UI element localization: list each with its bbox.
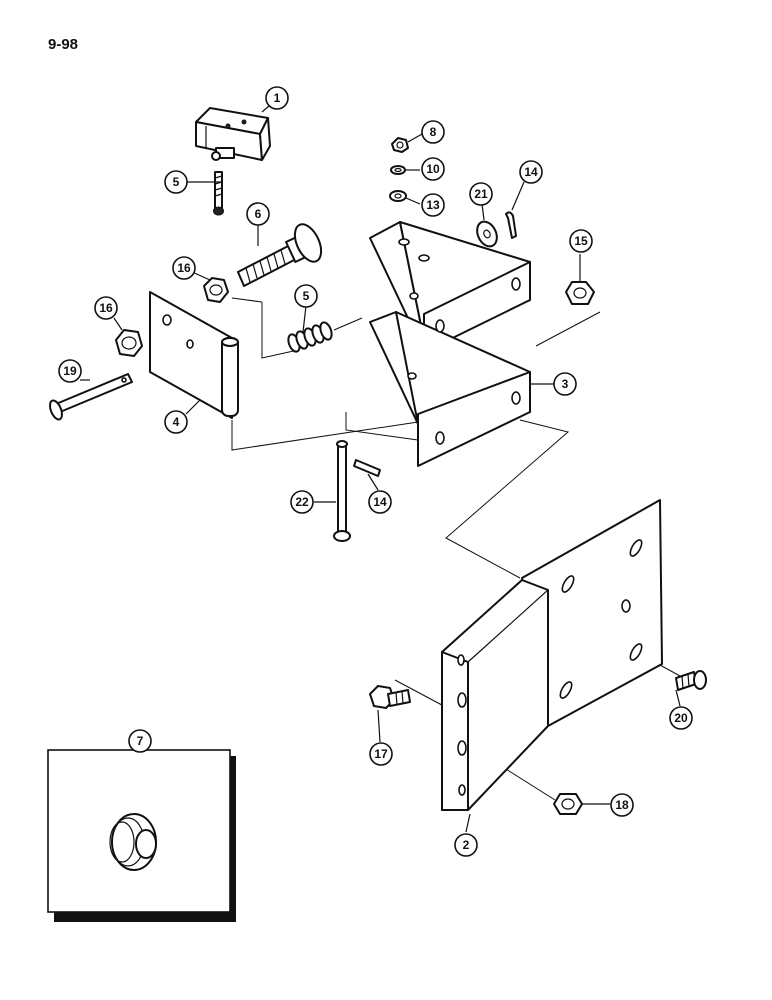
svg-text:18: 18 [615, 798, 629, 812]
svg-text:6: 6 [255, 207, 262, 221]
svg-text:5: 5 [173, 175, 180, 189]
part-16-nut-a [203, 277, 229, 303]
svg-text:16: 16 [99, 301, 113, 315]
callout-3: 3 [553, 372, 577, 396]
svg-text:19: 19 [63, 364, 77, 378]
callout-9: 5 [164, 170, 188, 194]
svg-text:3: 3 [562, 377, 569, 391]
svg-text:14: 14 [524, 165, 538, 179]
svg-text:21: 21 [474, 187, 488, 201]
part-14-cotter-pin-a [505, 211, 517, 239]
part-18-nut [553, 793, 583, 815]
part-20-screw [675, 670, 707, 691]
part-7-grommet [109, 813, 157, 871]
callout-14-a: 14 [519, 160, 543, 184]
part-14-cotter-pin-b [353, 459, 381, 477]
svg-text:17: 17 [374, 747, 388, 761]
callout-16-b: 16 [94, 296, 118, 320]
callout-18: 18 [610, 793, 634, 817]
part-16-nut-b [115, 329, 143, 357]
part-8-nut [391, 137, 409, 153]
callout-15: 15 [569, 229, 593, 253]
callout-17: 17 [369, 742, 393, 766]
svg-text:7: 7 [137, 734, 144, 748]
svg-text:15: 15 [574, 234, 588, 248]
callout-19: 19 [58, 359, 82, 383]
callout-10: 10 [421, 157, 445, 181]
svg-text:16: 16 [177, 261, 191, 275]
callout-4: 4 [164, 410, 188, 434]
part-19-pin [49, 373, 133, 421]
part-7-inset [47, 749, 236, 922]
svg-text:4: 4 [173, 415, 180, 429]
svg-text:1: 1 [274, 91, 281, 105]
part-5-spring [287, 321, 333, 353]
svg-text:2: 2 [463, 838, 470, 852]
callouts: 1 5 6 16 16 5 8 10 13 21 14 15 3 4 19 22… [58, 86, 693, 857]
part-3-bracket [369, 221, 531, 467]
svg-text:10: 10 [426, 162, 440, 176]
callout-8: 8 [421, 120, 445, 144]
svg-text:20: 20 [674, 711, 688, 725]
part-1-switch [195, 107, 271, 161]
part-2-mounting-plate [441, 499, 663, 811]
callout-5: 5 [294, 284, 318, 308]
callout-1: 1 [265, 86, 289, 110]
svg-text:5: 5 [303, 289, 310, 303]
part-17-bolt [369, 685, 411, 709]
svg-text:13: 13 [426, 198, 440, 212]
callout-22: 22 [290, 490, 314, 514]
leader-lines [80, 99, 681, 833]
part-4-hinge-plate [149, 291, 239, 419]
callout-7: 7 [128, 729, 152, 753]
callout-14-b: 14 [368, 490, 392, 514]
part-10-lockwasher [390, 165, 406, 175]
callout-6: 6 [246, 202, 270, 226]
part-15-nut [565, 281, 595, 305]
part-13-washer [389, 190, 407, 202]
part-22-pin [333, 440, 351, 542]
callout-13: 13 [421, 193, 445, 217]
part-21-washer [476, 220, 498, 248]
svg-text:8: 8 [430, 125, 437, 139]
part-6-bolt [237, 223, 323, 287]
page-number: 9-98 [48, 36, 79, 53]
callout-21: 21 [469, 182, 493, 206]
part-9-screw [213, 171, 224, 216]
svg-text:14: 14 [373, 495, 387, 509]
callout-20: 20 [669, 706, 693, 730]
svg-text:22: 22 [295, 495, 309, 509]
callout-2: 2 [454, 833, 478, 857]
callout-16-a: 16 [172, 256, 196, 280]
